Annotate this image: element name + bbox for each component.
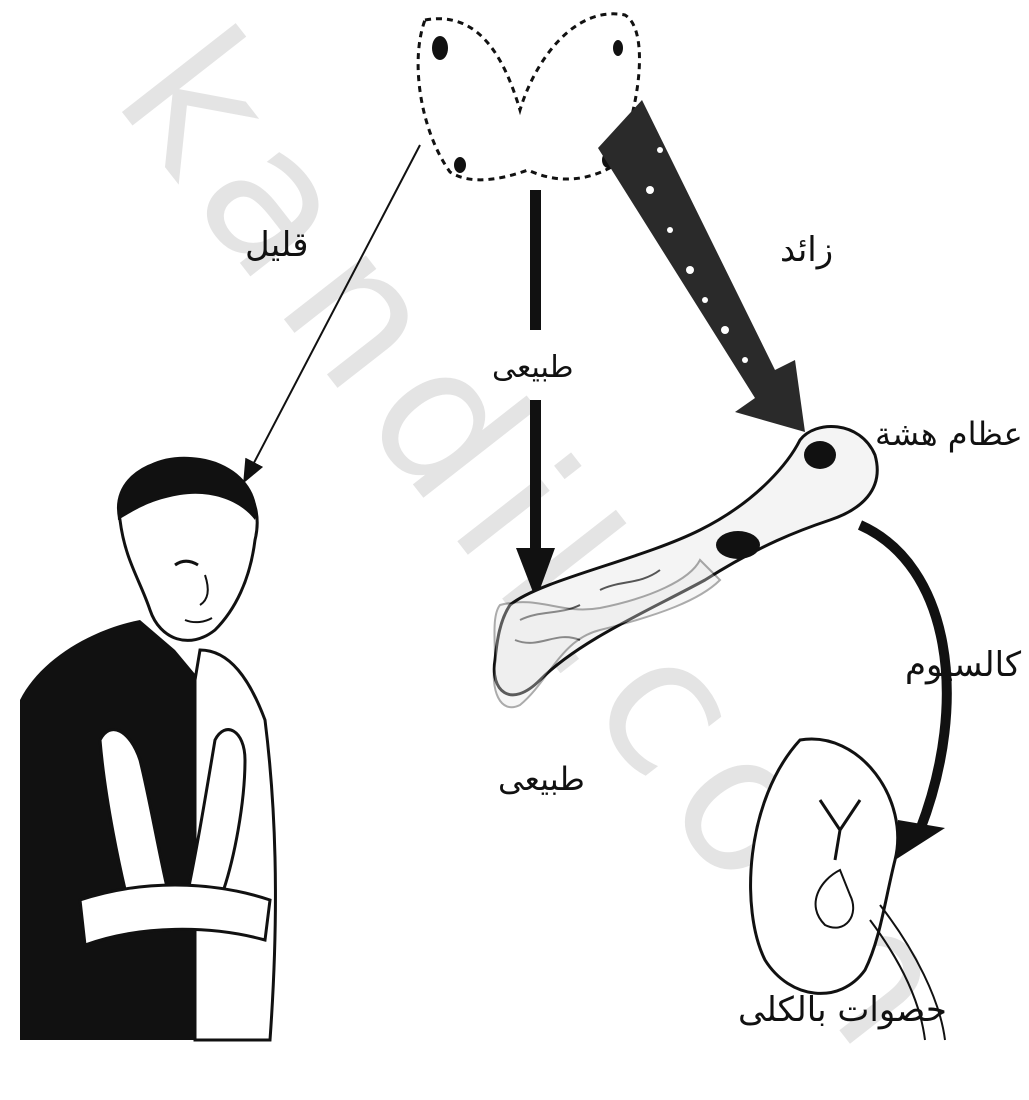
- label-low: قليل: [245, 225, 309, 265]
- arrow-normal: [516, 190, 555, 600]
- illustration: [0, 0, 1029, 1048]
- diagram-canvas: kandil.com: [0, 0, 1029, 1048]
- label-normal-top: طبيعى: [492, 350, 573, 385]
- label-high: زائد: [780, 230, 833, 270]
- arrow-high: [598, 100, 805, 432]
- label-normal-bottom: طبيعى: [498, 760, 585, 798]
- arrow-calcium-head: [895, 820, 945, 860]
- label-kidney-stones: حصوات بالكلى: [738, 990, 947, 1030]
- label-fragile-bones: عظام هشة: [875, 415, 1023, 453]
- arrow-low: [245, 145, 420, 480]
- label-calcium: كالسيوم: [905, 645, 1021, 685]
- man-figure: [20, 457, 275, 1040]
